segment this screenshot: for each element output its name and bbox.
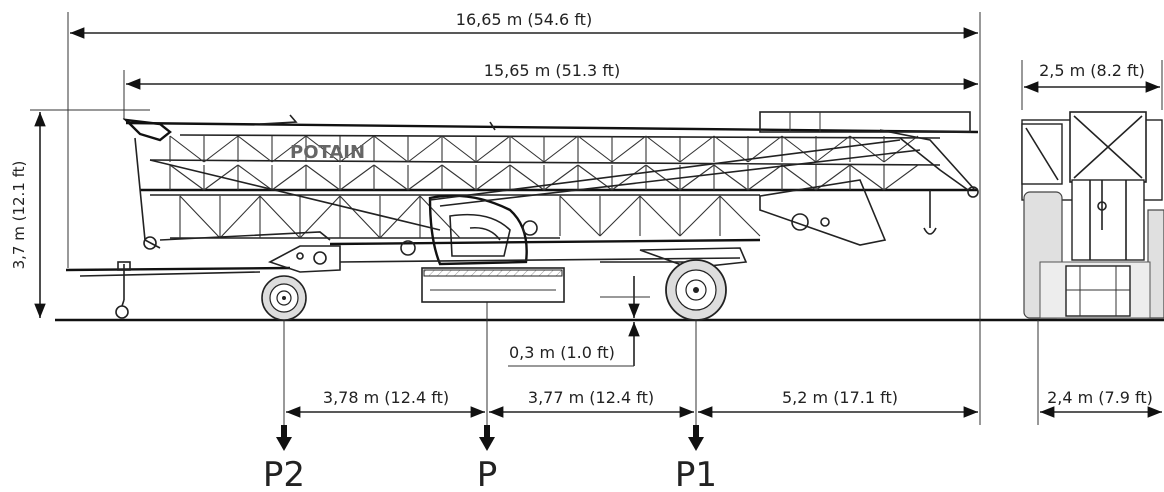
load-label-p1: P1 [675, 455, 717, 492]
truss-diagonal [407, 164, 443, 191]
truss-diagonal [305, 135, 341, 163]
truss-diagonal [271, 135, 307, 163]
truss-diagonal [203, 135, 239, 163]
truss-diagonal [169, 164, 205, 191]
dimension-ground-clearance: 0,3 m (1.0 ft) [509, 343, 615, 362]
truss-diagonal [179, 195, 221, 239]
truss-diagonal [543, 164, 579, 191]
truss-diagonal [849, 164, 885, 191]
jib-tie-rods [149, 139, 921, 231]
truss-diagonal [237, 164, 273, 191]
dimension-height: 3,7 m (12.1 ft) [10, 161, 28, 270]
truss-diagonal [611, 164, 647, 191]
truss-diagonal [373, 135, 409, 163]
ballast-block [421, 267, 565, 303]
truss-diagonal [849, 135, 885, 163]
dimension-total-length: 16,65 m (54.6 ft) [456, 10, 592, 29]
truss-diagonal [883, 135, 919, 163]
dimension-jib-length: 15,65 m (51.3 ft) [484, 61, 620, 80]
truss-diagonal [719, 195, 761, 237]
truss-diagonal [509, 135, 545, 163]
truss-diagonal [237, 135, 273, 163]
truss-diagonal [559, 195, 601, 237]
tow-bar [65, 261, 291, 319]
truss-diagonal [299, 195, 341, 239]
truss-diagonal [747, 135, 783, 163]
rear-axle-frame [267, 245, 341, 273]
crane-front-view [1021, 111, 1164, 319]
load-arrow-p2 [276, 425, 292, 451]
dimension-p1-to-end: 5,2 m (17.1 ft) [782, 388, 898, 407]
truss-diagonal [679, 195, 721, 237]
truss-diagonal [271, 164, 307, 191]
truss-diagonal [747, 164, 783, 191]
dimension-p2-to-p: 3,78 m (12.4 ft) [323, 388, 449, 407]
truss-diagonal [713, 135, 749, 163]
truss-diagonal [599, 195, 641, 237]
truss-diagonal [379, 195, 421, 239]
truss-diagonal [339, 195, 381, 239]
load-label-p2: P2 [263, 455, 305, 492]
brand-text: POTAIN [290, 142, 365, 163]
jib-tip-section [759, 111, 979, 246]
lower-lattice-section [150, 194, 761, 239]
dimension-p-to-p1: 3,77 m (12.4 ft) [528, 388, 654, 407]
truss-diagonal [219, 195, 261, 239]
truss-diagonal [419, 195, 461, 239]
load-arrow-p [479, 425, 495, 451]
truss-diagonal [679, 164, 715, 191]
truss-diagonal [639, 195, 681, 237]
truss-diagonal [169, 135, 205, 163]
truss-diagonal [577, 135, 613, 163]
truss-diagonal [645, 164, 681, 191]
truss-diagonal [713, 164, 749, 191]
truss-diagonal [883, 164, 919, 191]
upper-lattice-section [125, 121, 979, 192]
crane-side-view: POTAIN [65, 111, 979, 321]
truss-diagonal [441, 135, 477, 163]
jib-head-frame [122, 114, 496, 250]
truss-diagonal [407, 135, 443, 163]
dimension-width-bottom: 2,4 m (7.9 ft) [1047, 388, 1153, 407]
truss-diagonal [781, 164, 817, 191]
load-arrow-p1 [688, 425, 704, 451]
crane-center-body [329, 194, 830, 266]
truss-diagonal [305, 164, 341, 191]
truss-diagonal [475, 135, 511, 163]
truss-diagonal [645, 135, 681, 163]
front-axle-frame [600, 247, 748, 269]
truss-diagonal [781, 135, 817, 163]
dimension-width-top: 2,5 m (8.2 ft) [1039, 61, 1145, 80]
rear-wheel [261, 275, 307, 321]
truss-diagonal [259, 195, 301, 239]
load-label-p: P [477, 455, 498, 492]
truss-diagonal [339, 135, 375, 163]
truss-diagonal [679, 135, 715, 163]
truss-diagonal [373, 164, 409, 191]
truss-diagonal [611, 135, 647, 163]
truss-diagonal [475, 164, 511, 191]
truss-diagonal [543, 135, 579, 163]
truss-diagonal [441, 164, 477, 191]
truss-diagonal [339, 164, 375, 191]
front-wheel [665, 259, 727, 321]
